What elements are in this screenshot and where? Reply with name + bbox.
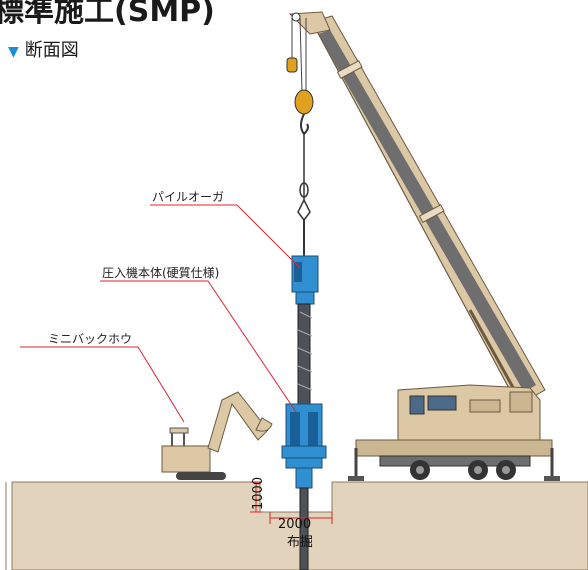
pile: [299, 487, 309, 570]
pile-auger-assembly: [281, 255, 327, 570]
width-dimension: 2000: [278, 517, 311, 532]
crane-boom-stripe: [318, 30, 536, 392]
leader-mini-backhoe: [20, 346, 185, 423]
mini-backhoe: [161, 391, 273, 480]
leader-pile-auger: [150, 204, 301, 269]
trench-label: 布掘: [287, 535, 313, 550]
page-title: 標準施工(SMP): [0, 0, 215, 29]
label-pile-auger: パイルオーガ: [152, 190, 224, 204]
depth-dimension: 1000: [251, 477, 266, 510]
backhoe-body: [161, 445, 211, 473]
dimension-marks: [250, 481, 333, 524]
leader-press-machine: [100, 280, 297, 413]
small-hook-block: [286, 57, 298, 73]
crawler-crane: [288, 11, 560, 481]
hoist-rigging: [286, 17, 314, 256]
section-label: 断面図: [24, 40, 79, 61]
auger-shaft: [297, 303, 311, 405]
section-heading: ▼ 断面図: [8, 36, 79, 62]
leader-lines: [20, 204, 301, 423]
label-press-machine: 圧入機本体(硬質仕様): [102, 265, 219, 280]
main-hook-block: [294, 89, 314, 115]
label-mini-backhoe: ミニバックホウ: [48, 332, 132, 346]
triangle-marker-icon: ▼: [8, 44, 19, 60]
